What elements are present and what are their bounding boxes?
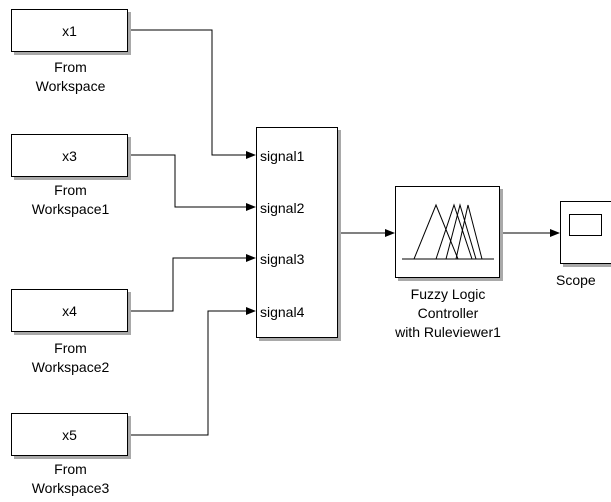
wire-x3-to-signal2[interactable]: [128, 154, 256, 211]
from-workspace3-block[interactable]: x5: [11, 413, 128, 456]
caption-line: Fuzzy Logic: [410, 286, 486, 302]
caption-line: Controller: [417, 305, 479, 321]
block-caption: Fuzzy Logic Controller with Ruleviewer1: [372, 285, 524, 342]
block-caption: Scope: [556, 271, 611, 290]
scope-block[interactable]: [560, 201, 611, 264]
scope-icon: [569, 214, 602, 236]
caption-line: with Ruleviewer1: [395, 324, 501, 340]
port-label-signal3: signal3: [260, 251, 305, 267]
port-label-signal2: signal2: [260, 200, 305, 216]
caption-line: From: [54, 182, 87, 198]
block-caption: From Workspace2: [0, 339, 142, 377]
variable-label: x4: [62, 302, 77, 319]
port-label-signal4: signal4: [260, 304, 305, 320]
fuzzy-logic-controller-block[interactable]: [395, 186, 500, 278]
caption-line: Workspace1: [31, 201, 110, 217]
caption-line: Workspace2: [31, 359, 110, 375]
mux-block[interactable]: signal1 signal2 signal3 signal4: [256, 127, 338, 338]
block-caption: From Workspace1: [0, 181, 142, 219]
port-label-signal1: signal1: [260, 148, 305, 164]
wire-x1-to-signal1[interactable]: [128, 29, 256, 159]
from-workspace-block[interactable]: x1: [11, 9, 128, 52]
block-caption: From Workspace: [0, 58, 142, 96]
variable-label: x5: [62, 426, 77, 443]
from-workspace1-block[interactable]: x3: [11, 134, 128, 177]
variable-label: x1: [62, 22, 77, 39]
from-workspace2-block[interactable]: x4: [11, 289, 128, 332]
caption-line: From: [54, 59, 87, 75]
caption-line: From: [54, 340, 87, 356]
block-caption: From Workspace3: [0, 460, 142, 498]
wire-x5-to-signal4[interactable]: [128, 307, 256, 436]
caption-line: Workspace: [35, 78, 106, 94]
caption-line: Workspace3: [31, 480, 110, 496]
variable-label: x3: [62, 147, 77, 164]
membership-functions-icon: [402, 203, 494, 260]
caption-line: Scope: [556, 272, 596, 288]
caption-line: From: [54, 461, 87, 477]
wire-x4-to-signal3[interactable]: [128, 254, 256, 312]
